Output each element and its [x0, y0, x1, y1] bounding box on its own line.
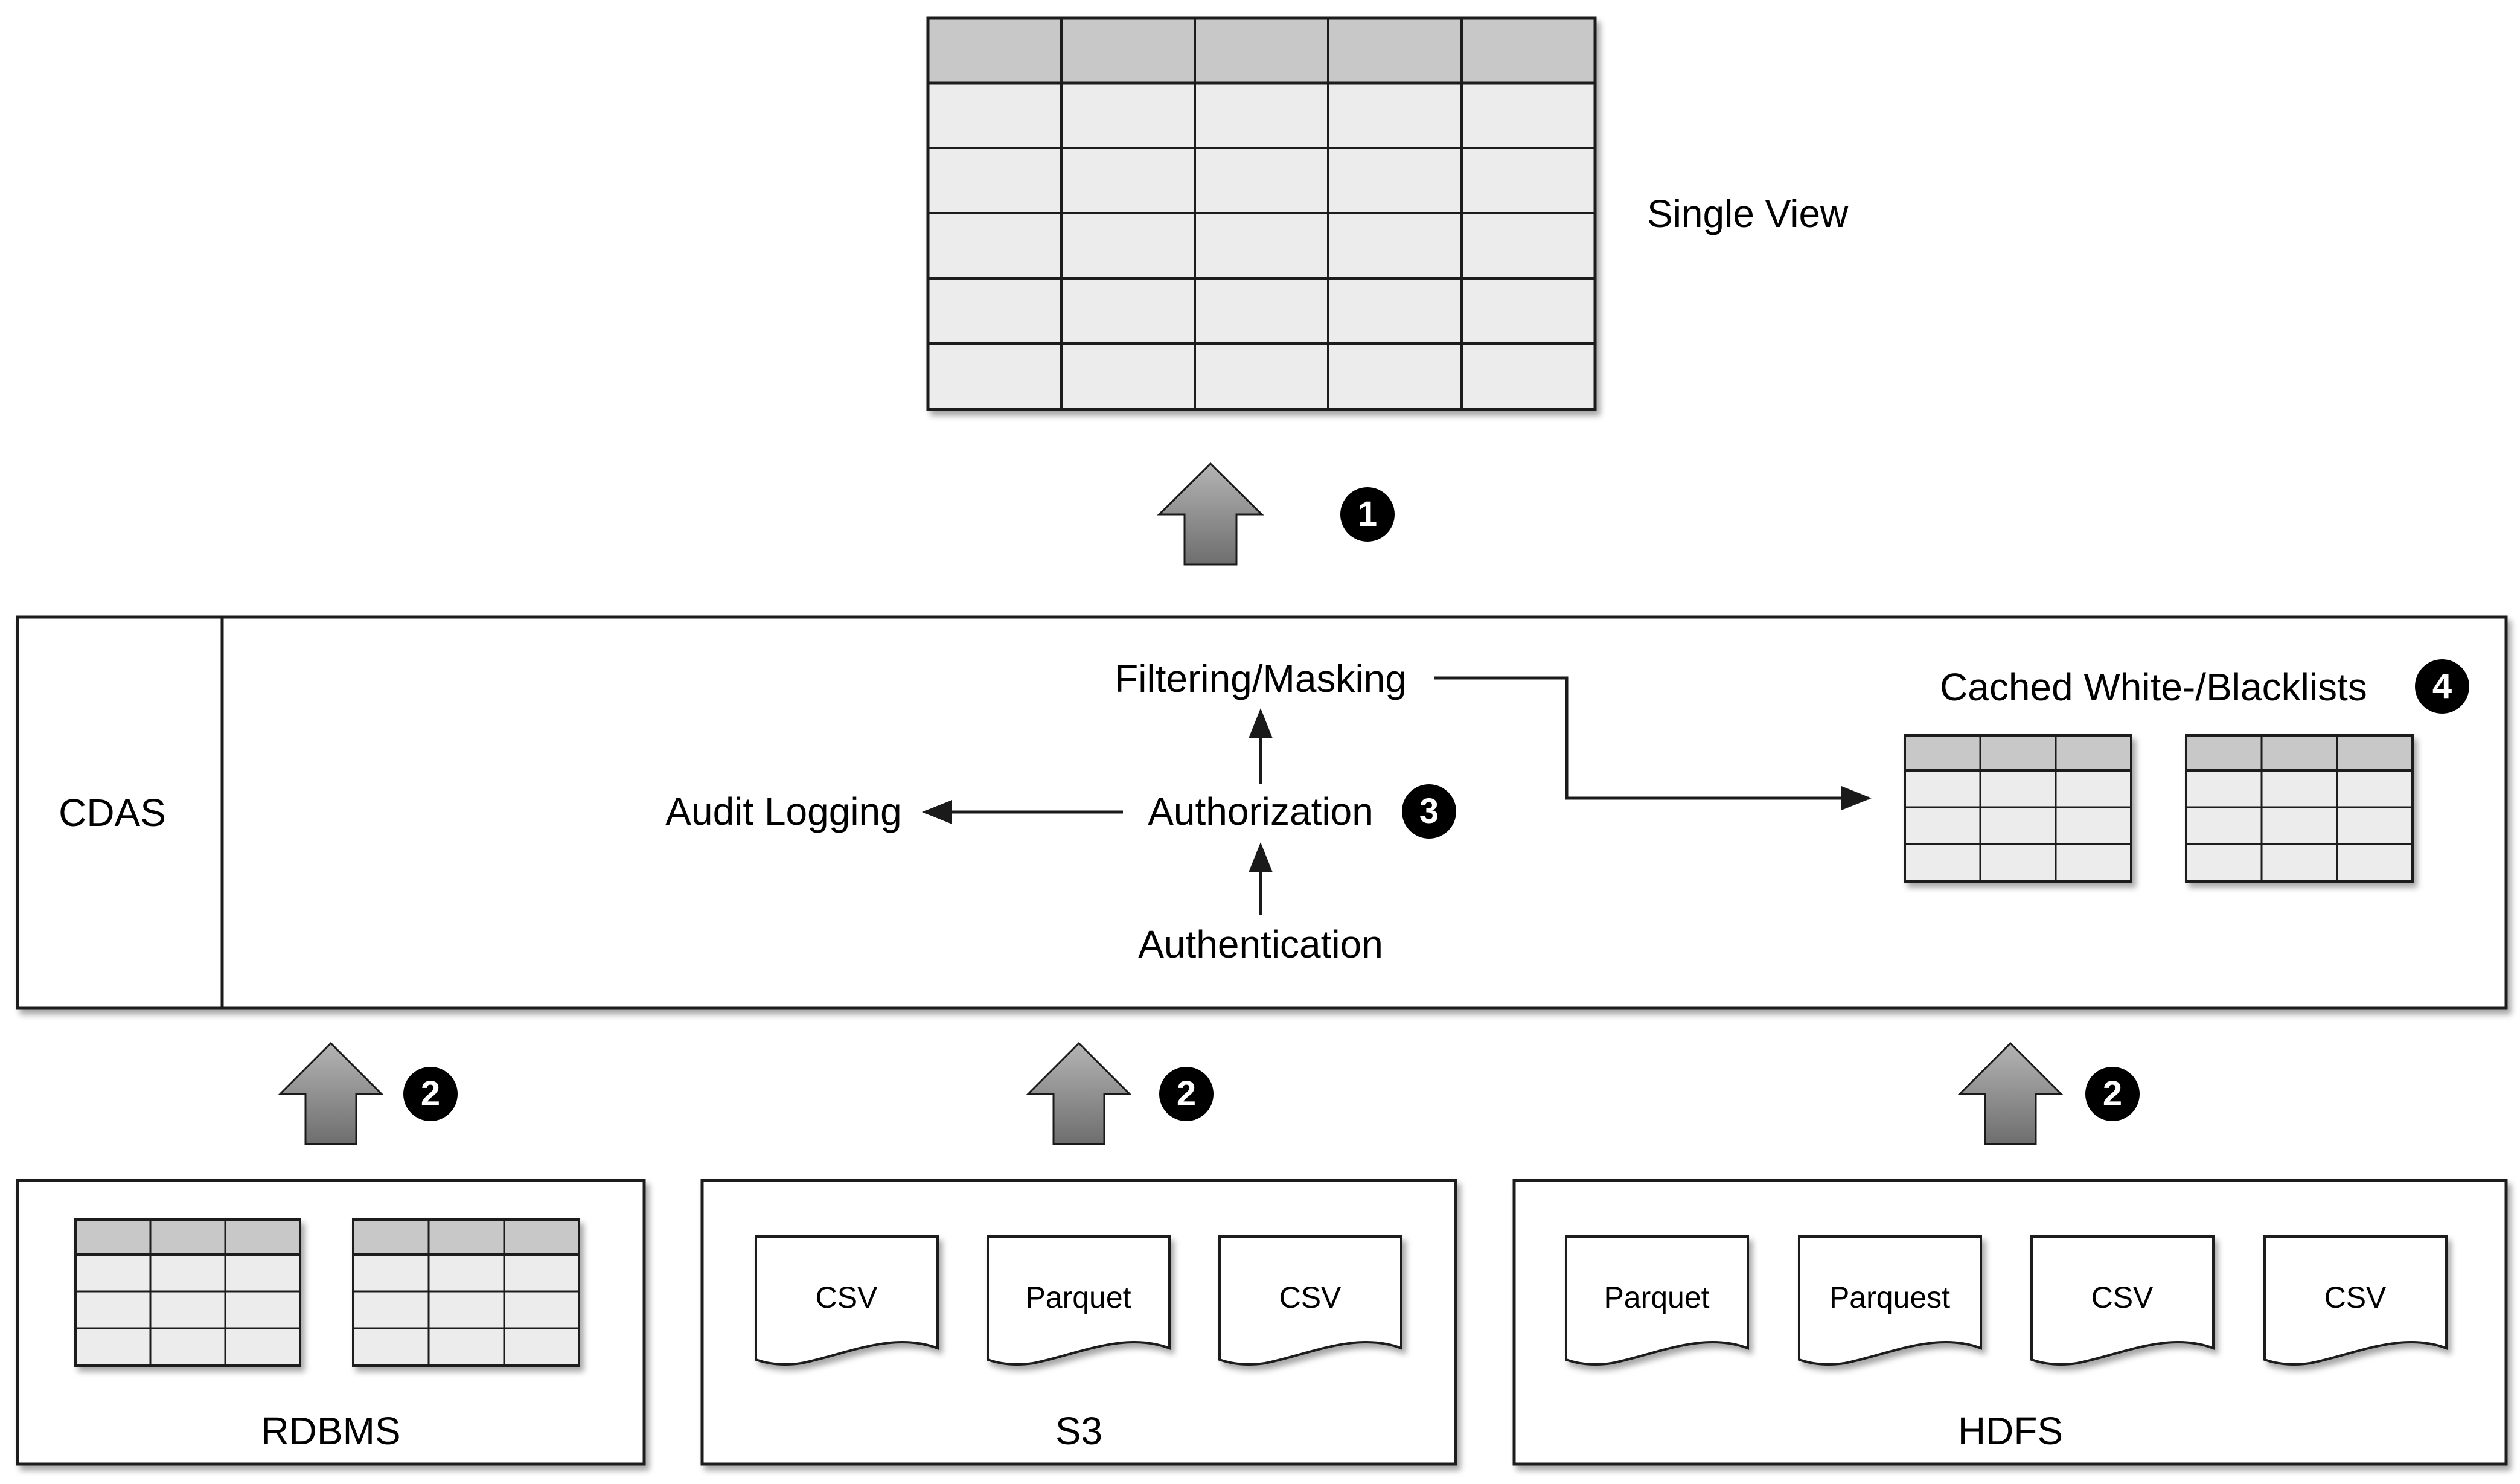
- filtering-masking-label: Filtering/Masking: [1114, 657, 1407, 700]
- authorization-label: Authorization: [1148, 790, 1374, 833]
- single-view-table: [926, 16, 1597, 411]
- step-2-badge-hdfs: 2: [2085, 1067, 2140, 1121]
- hdfs-file-1: [1565, 1235, 1749, 1366]
- hdfs-label: HDFS: [1957, 1409, 2064, 1453]
- hdfs-file-4: [2263, 1235, 2448, 1366]
- cache-table-blacklist: [2185, 734, 2414, 883]
- cache-label: Cached White-/Blacklists: [1940, 665, 2367, 709]
- single-view-label: Single View: [1647, 192, 1849, 235]
- s3-file-3-label: CSV: [1279, 1281, 1342, 1314]
- hdfs-file-2: [1798, 1235, 1982, 1366]
- arrow-filtering-to-cache: [1434, 676, 1872, 810]
- hdfs-file-4-label: CSV: [2324, 1281, 2387, 1314]
- hdfs-file-3: [2030, 1235, 2215, 1366]
- s3-file-2: [987, 1235, 1171, 1366]
- s3-file-1: [755, 1235, 939, 1366]
- step-2-badge-rdbms: 2: [403, 1067, 458, 1121]
- rdbms-table-1: [74, 1218, 301, 1367]
- up-arrow-s3: [1026, 1041, 1132, 1145]
- s3-file-2-label: Parquet: [1025, 1281, 1131, 1314]
- up-arrow-rdbms: [278, 1041, 384, 1145]
- up-arrow-hdfs: [1957, 1041, 2064, 1145]
- step-4-badge: 4: [2415, 659, 2469, 714]
- up-arrow-1: [1157, 462, 1264, 566]
- s3-file-1-label: CSV: [815, 1281, 878, 1314]
- hdfs-file-3-label: CSV: [2091, 1281, 2154, 1314]
- step-3-badge: 3: [1402, 784, 1456, 839]
- cache-table-whitelist: [1904, 734, 2132, 883]
- s3-file-3: [1218, 1235, 1402, 1366]
- cdas-label: CDAS: [59, 791, 166, 834]
- step-2-badge-s3: 2: [1159, 1067, 1214, 1121]
- rdbms-label: RDBMS: [261, 1409, 401, 1453]
- s3-label: S3: [1055, 1409, 1103, 1453]
- hdfs-file-2-label: Parquest: [1829, 1281, 1951, 1314]
- rdbms-table-2: [352, 1218, 580, 1367]
- hdfs-file-1-label: Parquet: [1604, 1281, 1710, 1314]
- authentication-label: Authentication: [1138, 923, 1383, 966]
- audit-logging-label: Audit Logging: [665, 790, 902, 833]
- step-1-badge: 1: [1340, 487, 1395, 542]
